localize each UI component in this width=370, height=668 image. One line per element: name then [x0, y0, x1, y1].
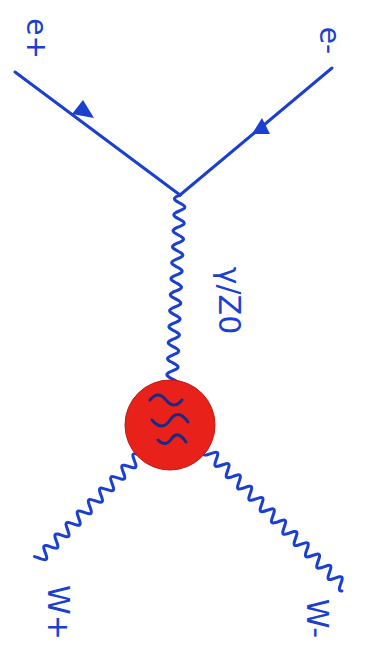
- particle-label: e-: [314, 26, 347, 53]
- vertex-blob: [125, 380, 215, 470]
- propagators: [15, 68, 332, 195]
- fermion-arrow: [72, 100, 94, 118]
- particle-label: e+: [20, 18, 53, 59]
- particle-label: W-: [301, 598, 336, 637]
- particle-label: γ/Z0: [213, 266, 248, 334]
- blob-scribble: [150, 395, 188, 444]
- positron-line: [15, 72, 180, 195]
- photon-z-line: [167, 195, 185, 382]
- w-minus-line: [204, 448, 343, 591]
- fermion-arrow: [252, 118, 270, 134]
- electron-line: [180, 68, 332, 195]
- w-plus-line: [35, 454, 140, 560]
- boson-lines: [35, 195, 343, 591]
- particle-label: W+: [41, 585, 76, 640]
